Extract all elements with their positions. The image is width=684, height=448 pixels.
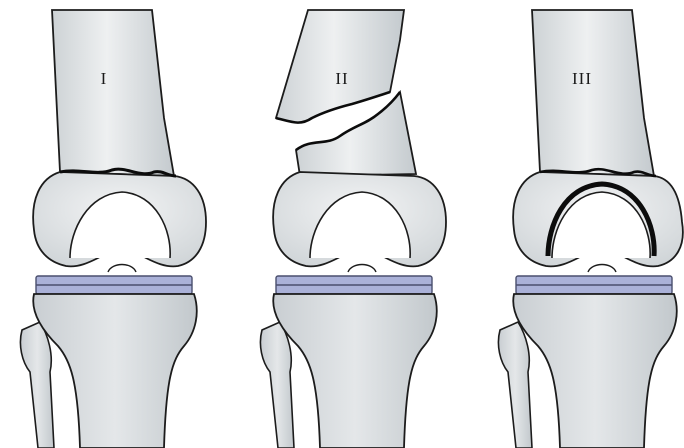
tibial-spine: [588, 265, 616, 273]
tibial-spine: [348, 265, 376, 273]
panel-type-3: III: [498, 10, 682, 448]
panel-type-1: I: [20, 10, 206, 448]
panel-label: II: [335, 69, 348, 88]
tibia: [513, 294, 677, 448]
tibia: [33, 294, 197, 448]
fibula: [20, 322, 54, 448]
femur-shaft-fragment: [276, 10, 404, 123]
panel-label: III: [572, 69, 592, 88]
femur-shaft: [532, 10, 654, 176]
tibial-spine: [108, 265, 136, 273]
fibula: [260, 322, 294, 448]
femur-shaft: [52, 10, 174, 176]
panel-label: I: [101, 69, 108, 88]
tibia: [273, 294, 437, 448]
fibula: [498, 322, 532, 448]
panel-type-2: II: [260, 10, 446, 448]
